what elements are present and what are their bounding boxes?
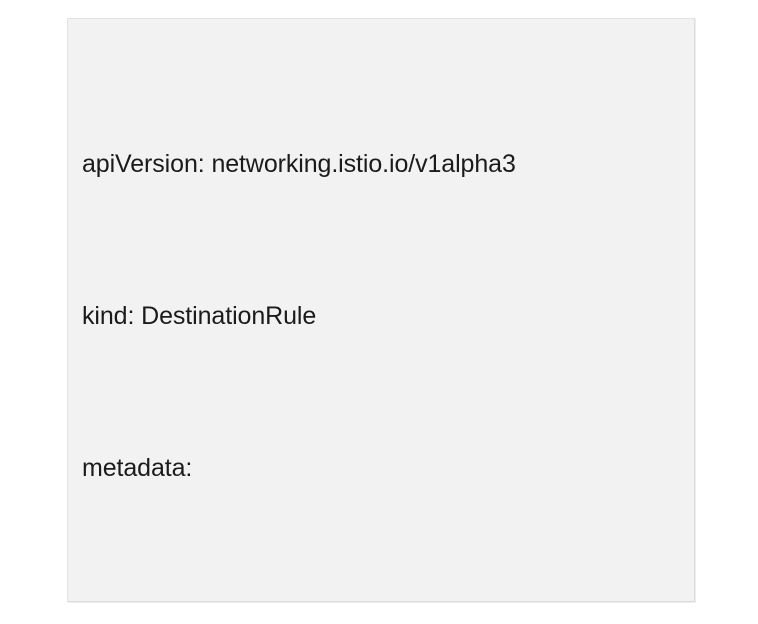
yaml-code-card: apiVersion: networking.istio.io/v1alpha3… [67,18,695,602]
code-line-metadata: metadata: [82,454,193,482]
code-line-kind: kind: DestinationRule [82,302,317,330]
yaml-code-block: apiVersion: networking.istio.io/v1alpha3… [82,31,688,602]
code-line-apiversion: apiVersion: networking.istio.io/v1alpha3 [82,150,516,178]
code-line-metadata-name: name: reviews-destination [82,601,688,602]
